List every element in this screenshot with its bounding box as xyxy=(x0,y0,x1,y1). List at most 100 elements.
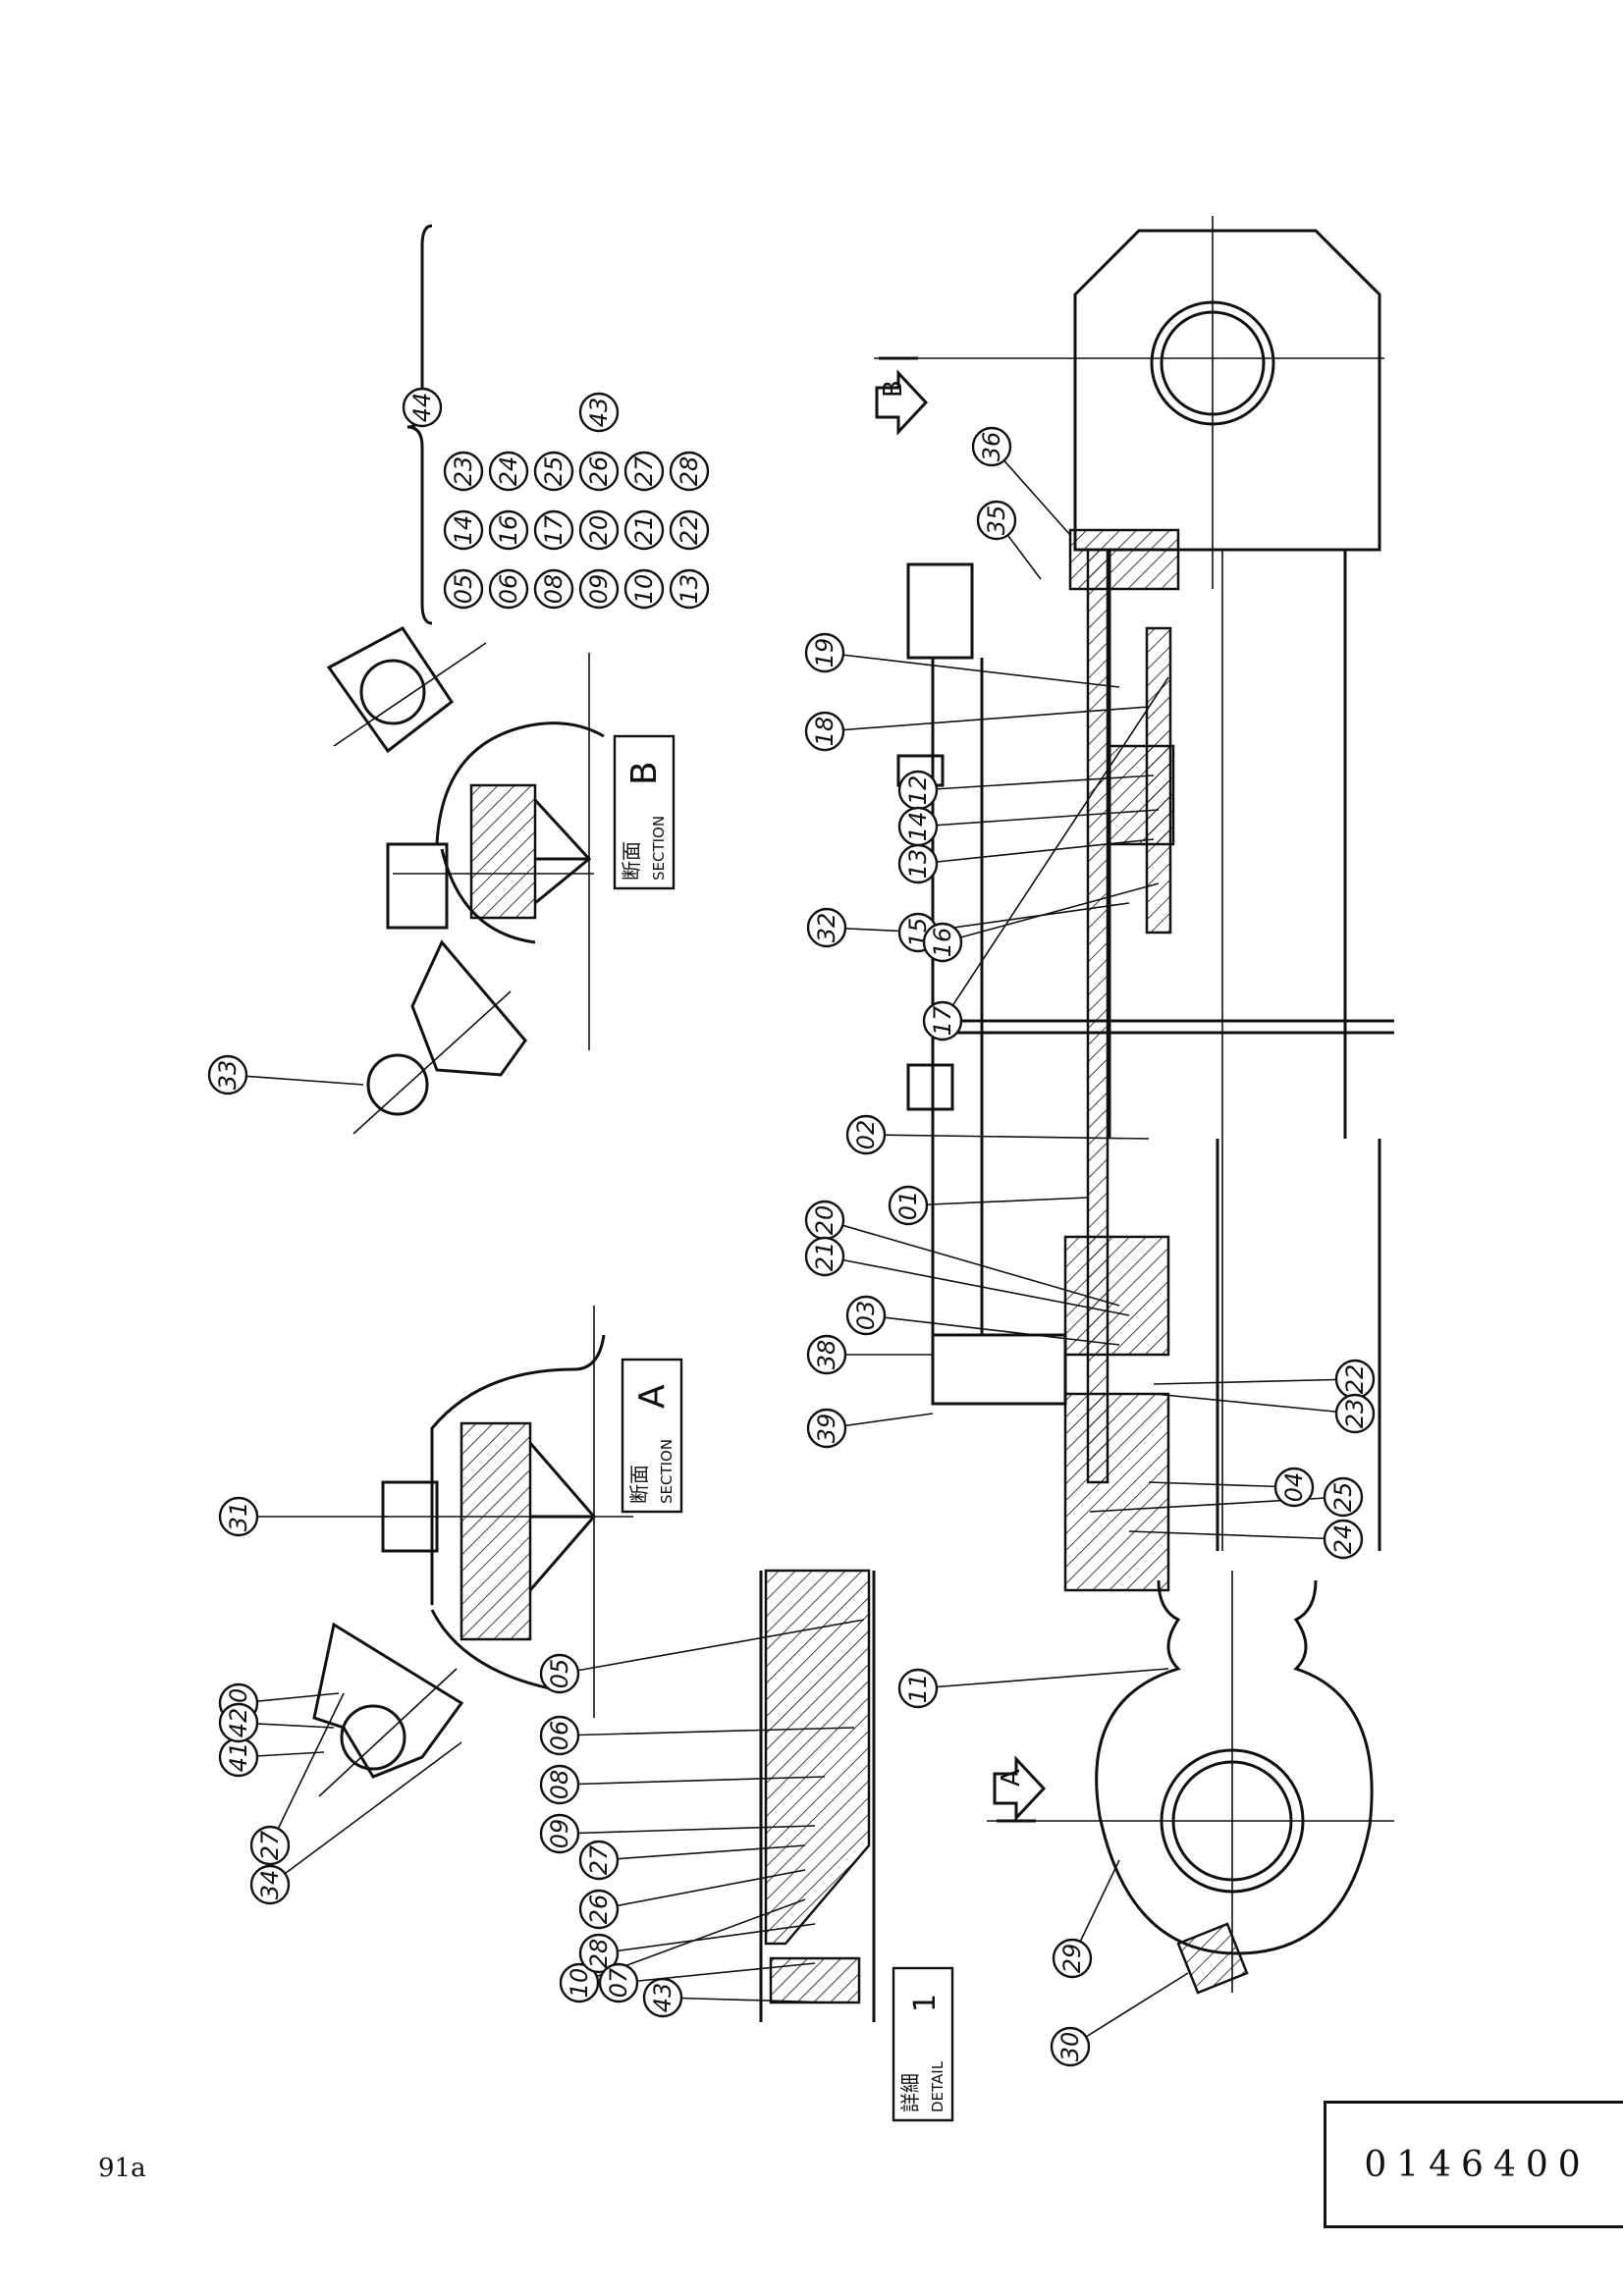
detail-balloon-27: 27 xyxy=(578,1840,620,1881)
kit-balloon-06: 06 xyxy=(488,568,529,610)
svg-text:33: 33 xyxy=(214,1060,242,1091)
svg-text:01: 01 xyxy=(894,1191,922,1221)
leader-line xyxy=(917,838,1155,865)
svg-text:38: 38 xyxy=(813,1340,840,1370)
detail-balloon-08: 08 xyxy=(539,1764,580,1805)
main-balloon-35: 35 xyxy=(976,500,1017,541)
kit-balloon-10: 10 xyxy=(623,568,665,610)
svg-text:14: 14 xyxy=(904,812,932,842)
svg-text:13: 13 xyxy=(676,574,703,605)
detail-balloon-10: 10 xyxy=(559,1962,600,2003)
svg-text:20: 20 xyxy=(585,515,613,546)
svg-text:26: 26 xyxy=(585,1895,613,1925)
svg-text:06: 06 xyxy=(495,574,522,605)
leader-line xyxy=(917,1668,1169,1689)
svg-text:44: 44 xyxy=(408,393,436,423)
svg-text:36: 36 xyxy=(978,432,1005,462)
svg-text:05: 05 xyxy=(450,574,477,605)
leader-line xyxy=(559,1776,826,1786)
leader-line xyxy=(269,1692,345,1846)
kit-balloon-09: 09 xyxy=(578,568,620,610)
svg-text:34: 34 xyxy=(256,1870,284,1900)
svg-text:21: 21 xyxy=(811,1242,839,1272)
kit-balloon-43: 43 xyxy=(578,392,620,433)
leader-line xyxy=(917,809,1160,828)
leader-line xyxy=(662,1997,836,2003)
leader-line xyxy=(824,1219,1120,1307)
svg-text:28: 28 xyxy=(585,1939,613,1969)
svg-text:42: 42 xyxy=(225,1708,252,1738)
main-balloon-16: 16 xyxy=(922,922,963,963)
section-a-balloon-34: 34 xyxy=(249,1864,291,1905)
svg-text:32: 32 xyxy=(813,913,840,943)
svg-text:12: 12 xyxy=(904,775,932,806)
svg-text:1: 1 xyxy=(908,1994,943,2012)
kit-balloon-23: 23 xyxy=(443,451,484,492)
svg-text:SECTION: SECTION xyxy=(658,1439,676,1504)
main-balloon-01: 01 xyxy=(888,1185,929,1226)
svg-text:28: 28 xyxy=(676,456,703,487)
svg-text:30: 30 xyxy=(1056,2032,1084,2062)
leader-line xyxy=(1128,1530,1344,1540)
page-reference: 91a xyxy=(98,2154,146,2183)
kit-total-balloon-44: 44 xyxy=(402,387,443,428)
svg-text:08: 08 xyxy=(540,574,568,605)
detail-balloon-06: 06 xyxy=(539,1715,580,1756)
svg-text:23: 23 xyxy=(1341,1399,1369,1429)
section-a-balloon-41: 41 xyxy=(218,1736,259,1778)
main-balloon-20: 20 xyxy=(804,1200,845,1241)
svg-text:19: 19 xyxy=(811,638,839,668)
svg-text:24: 24 xyxy=(1329,1524,1357,1555)
leader-line xyxy=(865,1134,1150,1140)
svg-text:23: 23 xyxy=(450,456,477,487)
svg-text:SECTION: SECTION xyxy=(650,816,668,881)
detail-1-view xyxy=(759,1569,876,2022)
kit-balloon-25: 25 xyxy=(533,451,574,492)
detail-1-label: 詳細 DETAIL 1 xyxy=(892,1966,954,2122)
section-a-label: 断面 SECTION A xyxy=(621,1358,683,1514)
detail-balloon-28: 28 xyxy=(578,1933,620,1974)
svg-text:16: 16 xyxy=(929,928,956,958)
svg-text:02: 02 xyxy=(852,1120,880,1150)
leader-line xyxy=(865,1314,1120,1346)
main-balloon-29: 29 xyxy=(1052,1938,1093,1979)
main-balloon-39: 39 xyxy=(806,1408,847,1449)
leader-line xyxy=(1153,1378,1356,1385)
leader-line xyxy=(824,706,1150,732)
detail-balloon-26: 26 xyxy=(578,1889,620,1930)
svg-text:22: 22 xyxy=(676,515,703,546)
main-balloon-02: 02 xyxy=(845,1114,887,1155)
main-balloon-22: 22 xyxy=(1334,1359,1376,1400)
svg-text:18: 18 xyxy=(811,717,839,747)
svg-text:10: 10 xyxy=(566,1968,593,1999)
main-balloon-36: 36 xyxy=(971,426,1012,467)
leader-line xyxy=(559,1619,865,1675)
svg-text:25: 25 xyxy=(1329,1482,1357,1513)
svg-text:26: 26 xyxy=(585,456,613,487)
kit-balloon-05: 05 xyxy=(443,568,484,610)
svg-text:39: 39 xyxy=(813,1414,840,1444)
svg-text:25: 25 xyxy=(540,456,568,487)
section-b-balloon-33: 33 xyxy=(207,1054,248,1095)
svg-text:20: 20 xyxy=(811,1205,839,1236)
main-balloon-19: 19 xyxy=(804,632,845,673)
detail-balloon-43: 43 xyxy=(642,1977,683,2018)
detail-balloon-07: 07 xyxy=(598,1962,639,2003)
main-balloon-21: 21 xyxy=(804,1236,845,1277)
svg-text:06: 06 xyxy=(546,1721,573,1751)
leader-line xyxy=(942,882,1160,943)
kit-balloon-20: 20 xyxy=(578,509,620,551)
svg-text:詳細: 詳細 xyxy=(898,2073,922,2112)
main-balloon-17: 17 xyxy=(922,1000,963,1041)
view-marker-a: A xyxy=(997,1769,1026,1787)
leader-line xyxy=(824,1255,1130,1316)
kit-balloon-26: 26 xyxy=(578,451,620,492)
main-balloon-32: 32 xyxy=(806,907,847,948)
svg-text:11: 11 xyxy=(904,1674,932,1704)
kit-balloon-17: 17 xyxy=(533,509,574,551)
kit-balloon-22: 22 xyxy=(669,509,710,551)
svg-text:03: 03 xyxy=(852,1301,880,1331)
section-a-balloon-31: 31 xyxy=(218,1496,259,1537)
leader-line xyxy=(559,1825,816,1835)
leader-line xyxy=(942,676,1169,1022)
